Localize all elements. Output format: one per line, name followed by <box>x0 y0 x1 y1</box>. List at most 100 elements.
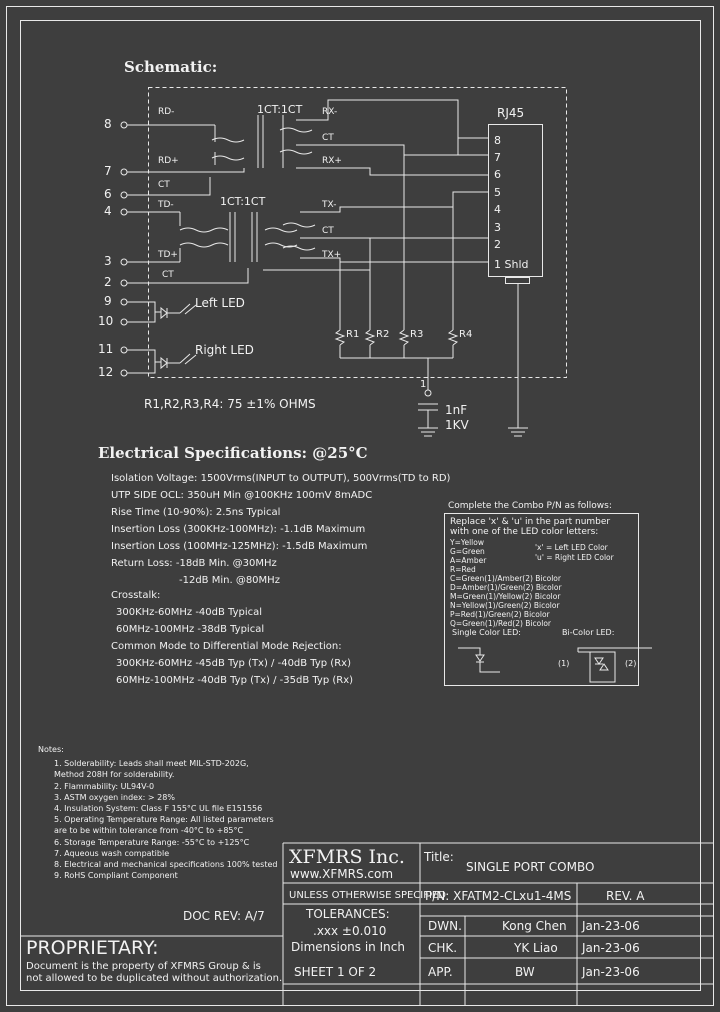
note-line: 8. Electrical and mechanical specificati… <box>54 860 278 869</box>
bicolor-led-label: Bi-Color LED: <box>562 628 615 637</box>
company-name: XFMRS Inc. <box>289 846 405 868</box>
spec-line: 60MHz-100MHz -40dB Typ (Tx) / -35dB Typ … <box>116 675 354 686</box>
spec-line: Common Mode to Differential Mode Rejecti… <box>111 641 342 652</box>
note-line: are to be within tolerance from -40°C to… <box>54 826 244 835</box>
proprietary-text-2: not allowed to be duplicated without aut… <box>26 973 283 984</box>
pin-2: 2 <box>104 275 112 289</box>
pin-12: 12 <box>98 365 114 379</box>
pin-3: 3 <box>104 254 112 268</box>
note-line: Method 208H for solderability. <box>54 770 175 779</box>
spec-line: 60MHz-100MHz -38dB Typical <box>116 624 265 635</box>
chk-label: CHK. <box>428 941 458 955</box>
transformer-bottom-ratio: 1CT:1CT <box>220 195 266 208</box>
rj45-pin-4: 4 <box>494 203 501 216</box>
spec-line: Isolation Voltage: 1500Vrms(INPUT to OUT… <box>111 473 451 484</box>
spec-line: Rise Time (10-90%): 2.5ns Typical <box>111 507 281 518</box>
net-td-plus: TD+ <box>158 250 178 260</box>
app-label: APP. <box>428 965 453 979</box>
resistor-r3: R3 <box>410 329 424 340</box>
note-line: 2. Flammability: UL94V-0 <box>54 782 155 791</box>
resistor-r4: R4 <box>459 329 473 340</box>
note-line: 1. Solderability: Leads shall meet MIL-S… <box>54 759 249 768</box>
dwn-label: DWN. <box>428 919 462 933</box>
resistor-r2: R2 <box>376 329 390 340</box>
note-line: 9. RoHS Compliant Component <box>54 871 178 880</box>
rj45-label: RJ45 <box>497 106 525 120</box>
combo-intro-2: with one of the LED color letters: <box>450 527 599 537</box>
proprietary-text-1: Document is the property of XFMRS Group … <box>26 961 261 972</box>
spec-line: Crosstalk: <box>111 590 161 601</box>
color-item: R=Red <box>450 565 476 574</box>
net-rd-plus: RD+ <box>158 156 179 166</box>
spec-line: Insertion Loss (300KHz-100MHz): -1.1dB M… <box>111 524 366 535</box>
spec-line: Return Loss: -18dB Min. @30MHz <box>111 558 277 569</box>
pin-6: 6 <box>104 187 112 201</box>
spec-line: UTP SIDE OCL: 350uH Min @100KHz 100mV 8m… <box>111 490 373 501</box>
color-item: P=Red(1)/Green(2) Bicolor <box>450 610 550 619</box>
net-tx-minus: TX- <box>322 200 337 210</box>
pin-7: 7 <box>104 164 112 178</box>
pin-11: 11 <box>98 342 114 356</box>
color-item: C=Green(1)/Amber(2) Bicolor <box>450 574 561 583</box>
rj45-pin-5: 5 <box>494 186 501 199</box>
note-line: 6. Storage Temperature Range: -55°C to +… <box>54 838 250 847</box>
color-item: G=Green <box>450 547 485 556</box>
right-led-label: Right LED <box>195 343 254 357</box>
u-color-note: 'u' = Right LED Color <box>535 553 614 562</box>
pin-4: 4 <box>104 204 112 218</box>
sheet-number: SHEET 1 OF 2 <box>294 965 377 979</box>
company-website: www.XFMRS.com <box>290 867 394 881</box>
unless-specified: UNLESS OTHERWISE SPECIFIED <box>289 890 446 901</box>
chk-name: YK Liao <box>514 941 558 955</box>
dimensions-unit: Dimensions in Inch <box>291 940 405 954</box>
net-ct-rx: CT <box>322 133 334 143</box>
cap-node: 1 <box>420 379 427 390</box>
notes-title: Notes: <box>38 745 64 754</box>
note-line: 3. ASTM oxygen index: > 28% <box>54 793 175 802</box>
app-date: Jan-23-06 <box>582 965 640 979</box>
x-color-note: 'x' = Left LED Color <box>535 543 608 552</box>
net-ct-1: CT <box>158 180 170 190</box>
color-item: M=Green(1)/Yellow(2) Bicolor <box>450 592 561 601</box>
combo-header: Complete the Combo P/N as follows: <box>448 501 612 511</box>
note-line: 7. Aqueous wash compatible <box>54 849 170 858</box>
doc-rev: DOC REV: A/7 <box>183 909 265 923</box>
note-line: 4. Insulation System: Class F 155°C UL f… <box>54 804 263 813</box>
bicolor-1-label: (1) <box>558 659 570 668</box>
net-tx-plus: TX+ <box>322 250 342 260</box>
part-number: P/N: XFATM2-CLxu1-4MS <box>425 889 572 903</box>
rj45-pin-6: 6 <box>494 168 501 181</box>
net-td-minus: TD- <box>158 200 174 210</box>
pin-9: 9 <box>104 294 112 308</box>
spec-line: 300KHz-60MHz -40dB Typical <box>116 607 263 618</box>
net-ct-tx: CT <box>322 226 334 236</box>
dwn-date: Jan-23-06 <box>582 919 640 933</box>
app-name: BW <box>515 965 535 979</box>
dwn-name: Kong Chen <box>502 919 567 933</box>
single-led-label: Single Color LED: <box>452 628 521 637</box>
title-label: Title: <box>424 850 454 864</box>
color-item: Q=Green(1)/Red(2) Bicolor <box>450 619 552 628</box>
color-item: Y=Yellow <box>450 538 484 547</box>
cap-voltage: 1KV <box>445 418 469 432</box>
color-item: A=Amber <box>450 556 487 565</box>
tolerances-label: TOLERANCES: <box>306 907 390 921</box>
specs-title: Electrical Specifications: @25°C <box>98 444 368 462</box>
tolerance-value: .xxx ±0.010 <box>313 924 387 938</box>
pin-8: 8 <box>104 117 112 131</box>
rj45-pin-2: 2 <box>494 238 501 251</box>
net-ct-2: CT <box>162 270 174 280</box>
title-value: SINGLE PORT COMBO <box>466 860 595 874</box>
spec-line: -12dB Min. @80MHz <box>179 575 280 586</box>
net-rx-plus: RX+ <box>322 156 342 166</box>
spec-line: 300KHz-60MHz -45dB Typ (Tx) / -40dB Typ … <box>116 658 351 669</box>
rj45-pin-3: 3 <box>494 221 501 234</box>
bicolor-2-label: (2) <box>625 659 637 668</box>
rj45-pin-8: 8 <box>494 134 501 147</box>
net-rd-minus: RD- <box>158 107 175 117</box>
resistor-r1: R1 <box>346 329 360 340</box>
chk-date: Jan-23-06 <box>582 941 640 955</box>
cap-value: 1nF <box>445 403 468 417</box>
schematic-title: Schematic: <box>124 58 218 76</box>
rj45-pin-1-shield: 1 Shld <box>494 258 529 271</box>
